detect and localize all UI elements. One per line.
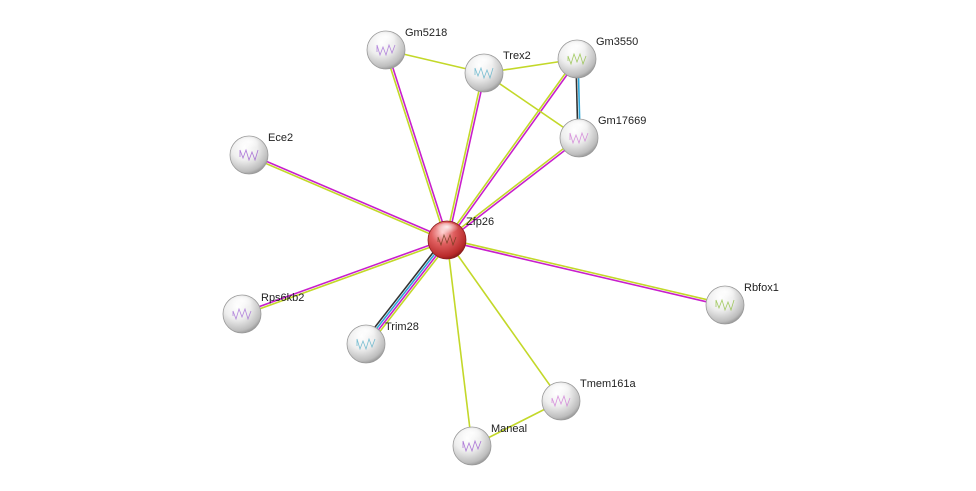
node-trex2[interactable]: Trex2 [464,50,531,93]
node-highlight [567,120,591,135]
edge-line [446,240,725,307]
node-label: Rbfox1 [744,282,779,294]
edge-line [242,240,448,316]
edge-line [367,241,451,347]
node-label: Trim28 [385,321,419,333]
edge-line [447,238,726,305]
edge-line [447,59,579,242]
node-label: Rps6kb2 [261,292,304,304]
edge-line [446,239,562,402]
node-zfp26[interactable]: Zfp26 [427,216,494,260]
node-highlight [354,326,378,341]
node-highlight [472,55,496,70]
edge-zfp26-maneal[interactable] [446,239,473,447]
edge-zfp26-rbfox1[interactable] [446,238,726,307]
edge-line [446,239,473,447]
structure-thumbnail [376,43,396,57]
node-gm3550[interactable]: Gm3550 [557,36,638,79]
node-highlight [374,32,398,47]
structure-thumbnail [232,307,252,321]
node-maneal[interactable]: Maneal [452,423,527,466]
structure-thumbnail [356,337,376,351]
edge-line [445,72,484,240]
edge-line [362,237,446,343]
node-tmem161a[interactable]: Tmem161a [541,378,637,421]
edges-layer [241,49,726,447]
edge-line [366,240,449,346]
edge-line [445,136,579,240]
edge-zfp26-trim28[interactable] [362,237,451,347]
edge-line [445,57,577,240]
node-trim28[interactable]: Trim28 [346,321,419,364]
node-highlight [460,428,484,443]
node-highlight [713,287,737,302]
node-highlight [565,41,589,56]
edge-line [447,73,486,241]
edge-zfp26-gm3550[interactable] [445,57,579,242]
node-label: Gm5218 [405,27,447,39]
edge-line [364,238,447,344]
node-rbfox1[interactable]: Rbfox1 [705,282,779,325]
edge-zfp26-gm5218[interactable] [384,49,449,241]
node-ece2[interactable]: Ece2 [229,132,293,175]
structure-thumbnail [462,439,482,453]
edge-line [249,153,448,240]
node-label: Trex2 [503,50,531,62]
node-label: Tmem161a [580,378,637,390]
structure-thumbnail [437,233,457,247]
edge-line [248,155,447,242]
structure-thumbnail [569,131,589,145]
node-gm17669[interactable]: Gm17669 [559,115,646,158]
structure-thumbnail [551,394,571,408]
node-rps6kb2[interactable]: Rps6kb2 [222,292,304,334]
node-highlight [549,383,573,398]
edge-line [241,238,447,314]
node-label: Gm3550 [596,36,638,48]
node-label: Maneal [491,423,527,435]
node-label: Ece2 [268,132,293,144]
node-label: Gm17669 [598,115,646,127]
edge-zfp26-gm17669[interactable] [445,136,581,242]
node-highlight [230,296,254,311]
edge-zfp26-ece2[interactable] [248,153,448,242]
node-gm5218[interactable]: Gm5218 [366,27,447,70]
node-highlight [435,222,459,237]
structure-thumbnail [715,298,735,312]
edge-line [384,50,447,241]
edge-zfp26-rps6kb2[interactable] [241,238,448,316]
node-highlight [237,137,261,152]
structure-thumbnail [239,148,259,162]
edge-line [386,49,449,240]
structure-thumbnail [474,66,494,80]
structure-thumbnail [567,52,587,66]
edge-line [447,138,581,242]
edge-zfp26-tmem161a[interactable] [446,239,562,402]
edge-zfp26-trex2[interactable] [445,72,486,241]
node-label: Zfp26 [466,216,494,228]
